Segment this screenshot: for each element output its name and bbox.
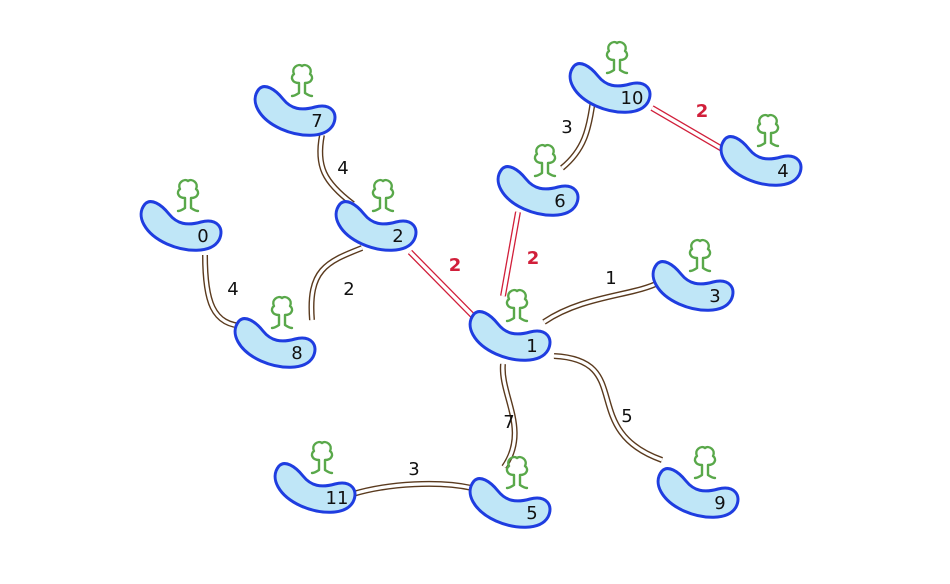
island-shape — [568, 62, 652, 114]
island-shape — [468, 477, 552, 529]
edges-layer — [202, 99, 726, 497]
node-11: 11 — [273, 440, 357, 514]
edge-10-4 — [650, 105, 726, 153]
node-0: 0 — [139, 178, 223, 252]
tree-icon — [176, 178, 200, 213]
island-shape — [656, 467, 740, 519]
edge-weight-label-6-1: 2 — [527, 248, 540, 269]
node-label-4: 4 — [777, 161, 788, 182]
edge-1-3 — [542, 279, 662, 325]
edge-weight-label-2-1: 2 — [449, 255, 462, 276]
edge-weight-label-1-9: 5 — [621, 406, 632, 427]
node-label-10: 10 — [621, 88, 644, 109]
node-8: 8 — [233, 295, 317, 369]
island-shape — [253, 85, 337, 137]
tree-icon — [505, 455, 529, 490]
node-7: 7 — [253, 63, 337, 137]
edge-1-5 — [499, 363, 518, 469]
node-9: 9 — [656, 445, 740, 519]
node-4: 4 — [719, 113, 803, 187]
edge-2-1 — [407, 249, 478, 321]
edge-10-6 — [560, 99, 596, 171]
edge-labels-layer: 4 4 2 2 2 3 2 1 7 5 3 — [227, 101, 708, 480]
island-shape — [651, 260, 735, 312]
edge-weight-label-2-8: 2 — [343, 279, 354, 300]
node-label-8: 8 — [291, 343, 302, 364]
node-2: 2 — [334, 178, 418, 252]
edge-weight-label-1-3: 1 — [605, 268, 616, 289]
island-shape — [719, 135, 803, 187]
node-3: 3 — [651, 238, 735, 312]
tree-icon — [371, 178, 395, 213]
node-label-9: 9 — [714, 493, 725, 514]
node-label-2: 2 — [392, 226, 403, 247]
node-5: 5 — [468, 455, 552, 529]
tree-icon — [688, 238, 712, 273]
edge-11-5 — [352, 480, 473, 497]
edge-weight-label-7-2: 4 — [337, 158, 348, 179]
edge-weight-label-10-4: 2 — [696, 101, 709, 122]
edge-1-9 — [553, 353, 664, 463]
island-shape — [273, 462, 357, 514]
node-label-3: 3 — [709, 286, 720, 307]
island-shape — [233, 317, 317, 369]
node-label-1: 1 — [526, 336, 537, 357]
edge-2-8 — [308, 245, 364, 321]
edge-7-2 — [317, 134, 355, 207]
edge-weight-label-0-8: 4 — [227, 279, 238, 300]
tree-icon — [505, 288, 529, 323]
node-label-7: 7 — [311, 111, 322, 132]
node-label-11: 11 — [326, 488, 349, 509]
node-label-6: 6 — [554, 191, 565, 212]
edge-weight-label-11-5: 3 — [408, 459, 419, 480]
node-10: 10 — [568, 40, 652, 114]
tree-icon — [270, 295, 294, 330]
island-shape — [139, 200, 223, 252]
edge-6-1 — [500, 211, 521, 297]
tree-icon — [756, 113, 780, 148]
tree-icon — [533, 143, 557, 178]
node-1: 1 — [468, 288, 552, 362]
tree-icon — [605, 40, 629, 75]
tree-icon — [290, 63, 314, 98]
node-label-0: 0 — [197, 226, 208, 247]
node-6: 6 — [496, 143, 580, 217]
edge-weight-label-1-5: 7 — [503, 412, 514, 433]
node-label-5: 5 — [526, 503, 537, 524]
nodes-layer: 0 1 2 3 4 5 6 7 8 9 10 11 — [139, 40, 803, 529]
tree-icon — [310, 440, 334, 475]
tree-icon — [693, 445, 717, 480]
edge-0-8 — [202, 254, 246, 329]
island-shape — [468, 310, 552, 362]
edge-weight-label-10-6: 3 — [561, 117, 572, 138]
island-shape — [334, 200, 418, 252]
island-shape — [496, 165, 580, 217]
